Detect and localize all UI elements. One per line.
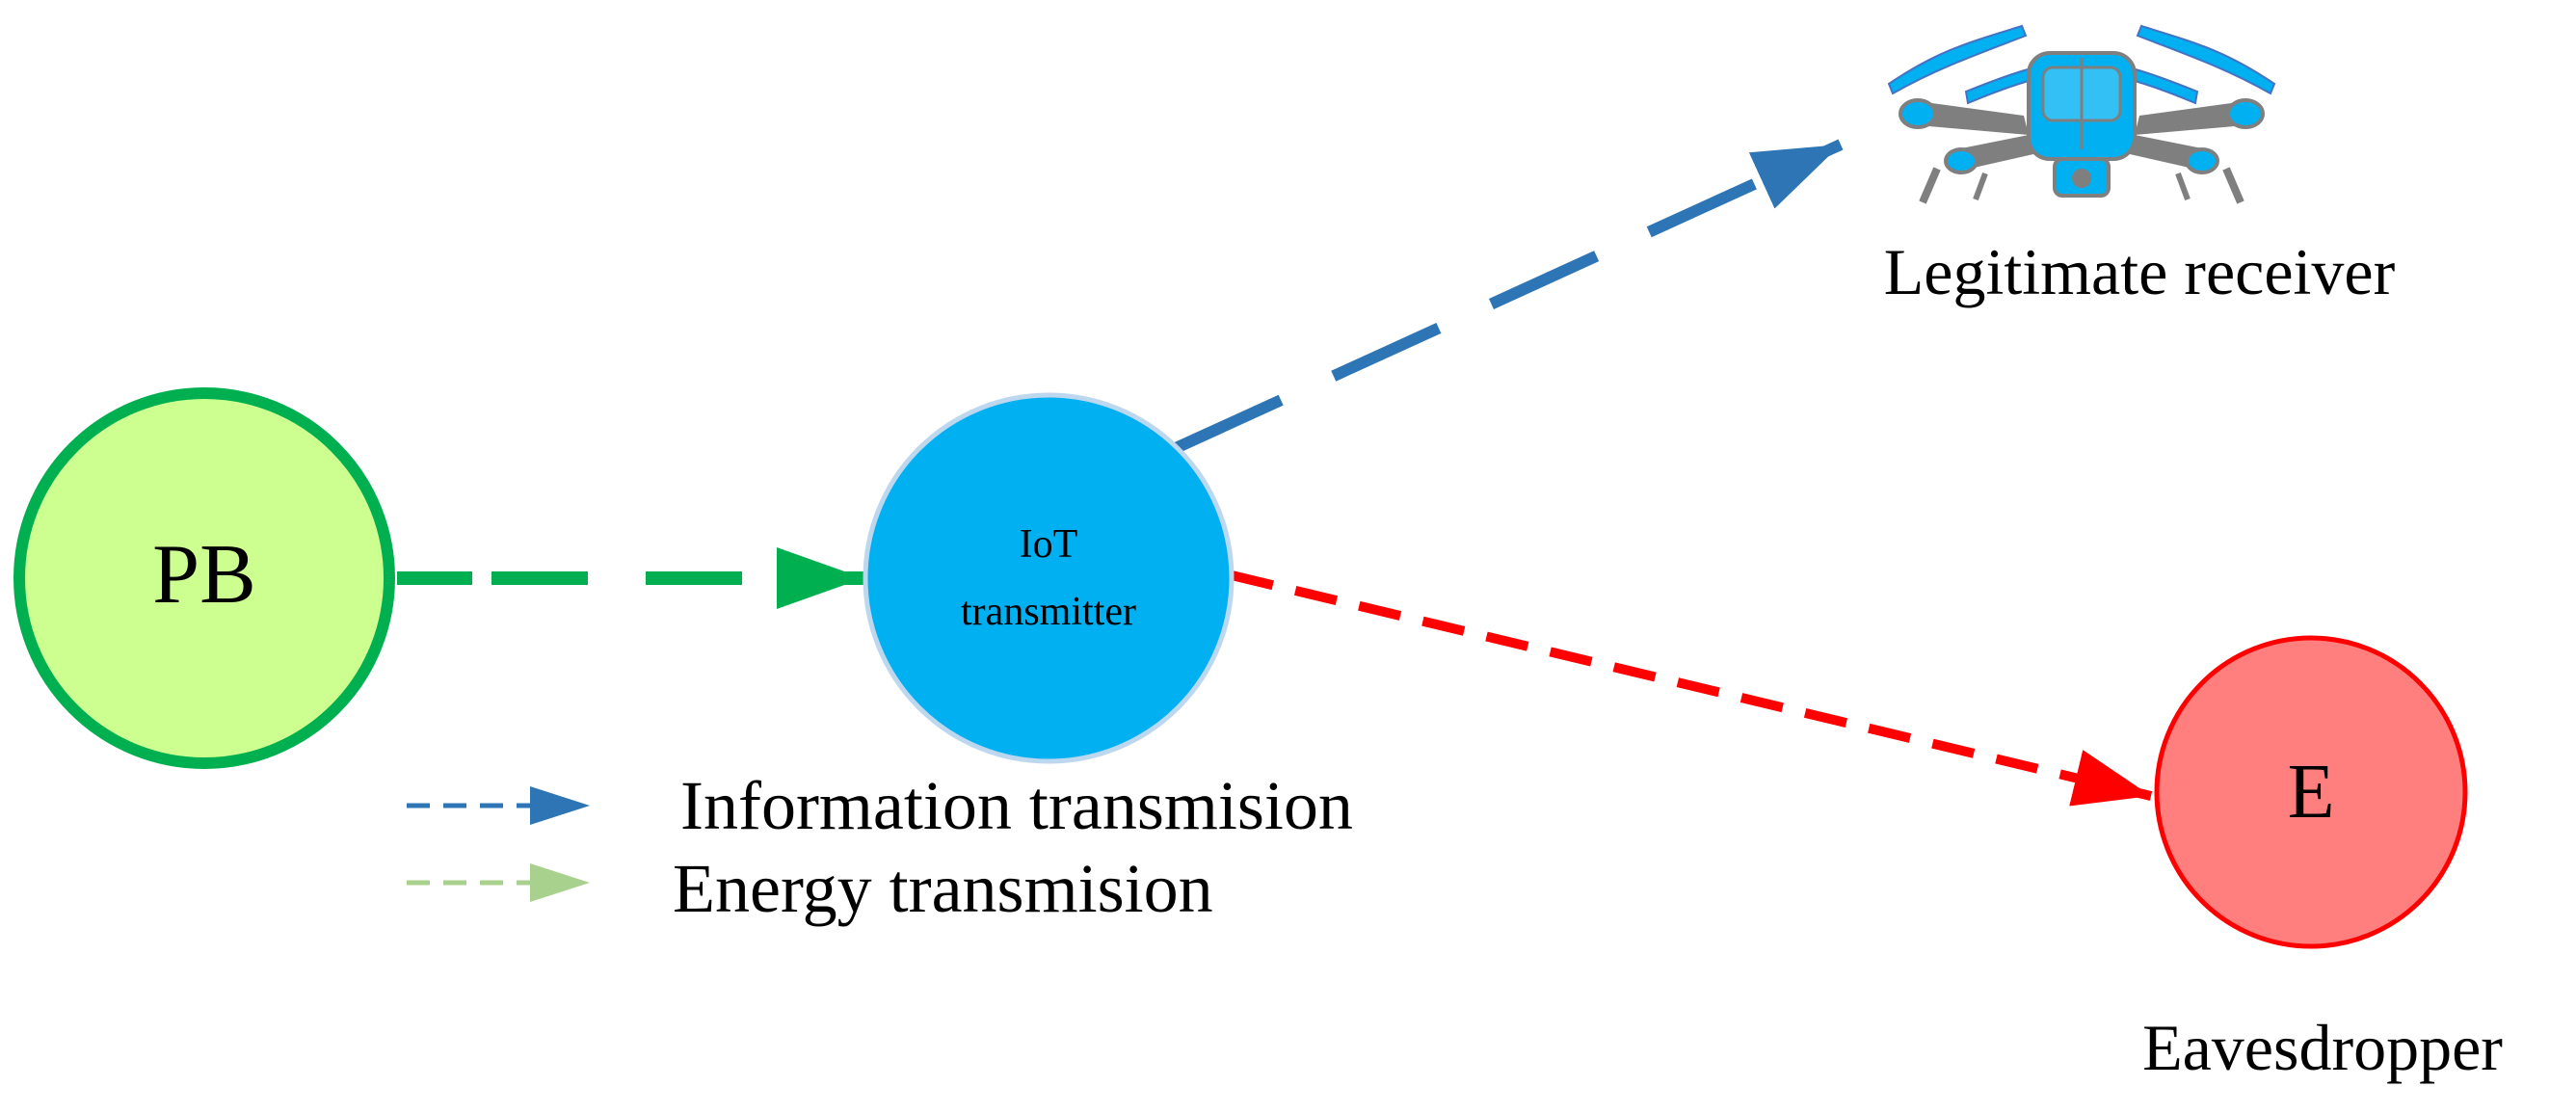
legend-item-information: Information transmision [407,767,1353,844]
eavesdropper-caption: Eavesdropper [2142,1011,2503,1084]
iot-transmitter-label-line2: transmitter [961,590,1136,634]
legend-energy-label: Energy transmision [673,850,1213,927]
legend-information-label: Information transmision [680,767,1353,844]
iot-transmitter-label-line1: IoT [1020,522,1078,567]
iot-transmitter-node: IoT transmitter [863,392,1235,764]
pb-label: PB [152,528,256,622]
information-link [1173,139,1844,454]
eavesdropper-label: E [2288,750,2335,835]
pb-node: PB [13,387,395,769]
eavesdropper-node: E Eavesdropper [2142,635,2503,1084]
pb-circle [13,387,395,769]
legend: Information transmision Energy transmisi… [407,767,1353,927]
iot-transmitter-circle [863,392,1235,764]
legitimate-receiver-caption: Legitimate receiver [1884,235,2396,308]
drone-icon [1887,24,2276,204]
legend-item-energy: Energy transmision [407,850,1213,927]
eavesdropper-circle [2154,635,2468,949]
eavesdrop-link [1230,570,2153,807]
legitimate-receiver: Legitimate receiver [1884,24,2396,308]
